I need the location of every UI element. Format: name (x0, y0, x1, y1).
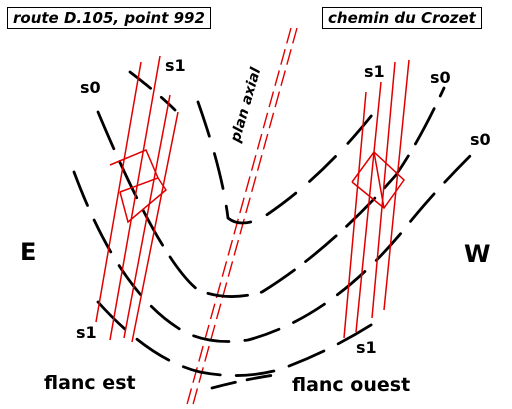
label-east: E (20, 238, 37, 266)
label-west: W (464, 240, 491, 268)
label-s0-right: s0 (470, 130, 491, 149)
west-refraction-cross (373, 151, 385, 209)
axial-plane (185, 27, 298, 409)
west-refraction (351, 150, 405, 210)
west-cleavage-2 (355, 81, 382, 333)
bedding-layer-2 (196, 100, 374, 225)
bedding-layer-1 (128, 70, 177, 112)
east-cleavage-2 (109, 55, 161, 341)
bedding-layer-5 (96, 300, 384, 377)
label-s1-top-right: s1 (364, 62, 385, 81)
west-cleavage-1 (343, 91, 367, 339)
bedding-layer-4 (72, 152, 474, 343)
west-cleavage-3 (371, 61, 396, 319)
bedding-layer-3 (96, 86, 446, 298)
axial-plane-line-a (185, 27, 292, 409)
label-flank-east: flanc est (44, 372, 136, 394)
label-s1-top-left: s1 (165, 56, 186, 75)
east-cleavage-3 (123, 94, 171, 339)
bedding-s0 (72, 70, 474, 390)
cleavage-s1-east (95, 55, 179, 343)
label-s1-bottom-left: s1 (76, 323, 97, 342)
east-cleavage-4 (131, 111, 179, 343)
bedding-layer-6 (210, 372, 284, 390)
label-s0-top-left: s0 (80, 78, 101, 97)
east-refraction-upper (109, 149, 160, 193)
label-s0-top-right: s0 (430, 68, 451, 87)
east-refraction-lower (119, 177, 167, 224)
location-label-left: route D.105, point 992 (7, 7, 211, 29)
label-s1-bottom-right: s1 (356, 338, 377, 357)
west-cleavage-4 (383, 59, 410, 311)
cleavage-s1-west (343, 59, 410, 339)
label-flank-west: flanc ouest (292, 374, 411, 396)
east-cleavage-1 (95, 61, 142, 323)
location-label-right: chemin du Crozet (322, 7, 482, 29)
